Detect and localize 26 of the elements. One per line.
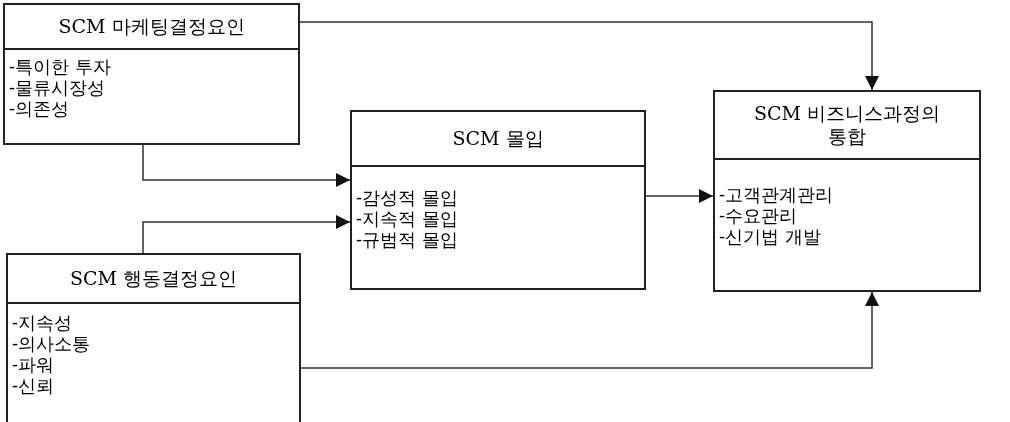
arrow [142, 215, 351, 254]
list-item: -지속성 [12, 312, 73, 333]
box-heading: SCM 행동결정요인 [8, 255, 299, 304]
list-item: -물류시장성 [9, 77, 106, 98]
concept-box [713, 90, 981, 292]
list-item: -신기법 개발 [719, 226, 821, 247]
arrow [645, 189, 714, 203]
list-item: -감성적 몰입 [356, 187, 458, 208]
list-item: -규범적 몰입 [356, 229, 458, 250]
box-heading: SCM 비즈니스과정의 통합 [715, 92, 979, 160]
concept-box [3, 3, 300, 145]
arrow [300, 291, 879, 369]
list-item: -의사소통 [12, 333, 91, 354]
list-item: -수요관리 [719, 205, 798, 226]
concept-box [350, 110, 646, 290]
arrow [142, 144, 351, 187]
list-item: -의존성 [9, 98, 70, 119]
list-item: -특이한 투자 [9, 56, 111, 77]
concept-box [6, 253, 301, 422]
box-heading: SCM 마케팅결정요인 [5, 5, 298, 50]
box-heading: SCM 몰입 [352, 112, 644, 167]
arrow [299, 21, 879, 91]
list-item: -신뢰 [12, 375, 55, 396]
list-item: -파워 [12, 354, 55, 375]
list-item: -고객관계관리 [719, 184, 834, 205]
list-item: -지속적 몰입 [356, 208, 458, 229]
